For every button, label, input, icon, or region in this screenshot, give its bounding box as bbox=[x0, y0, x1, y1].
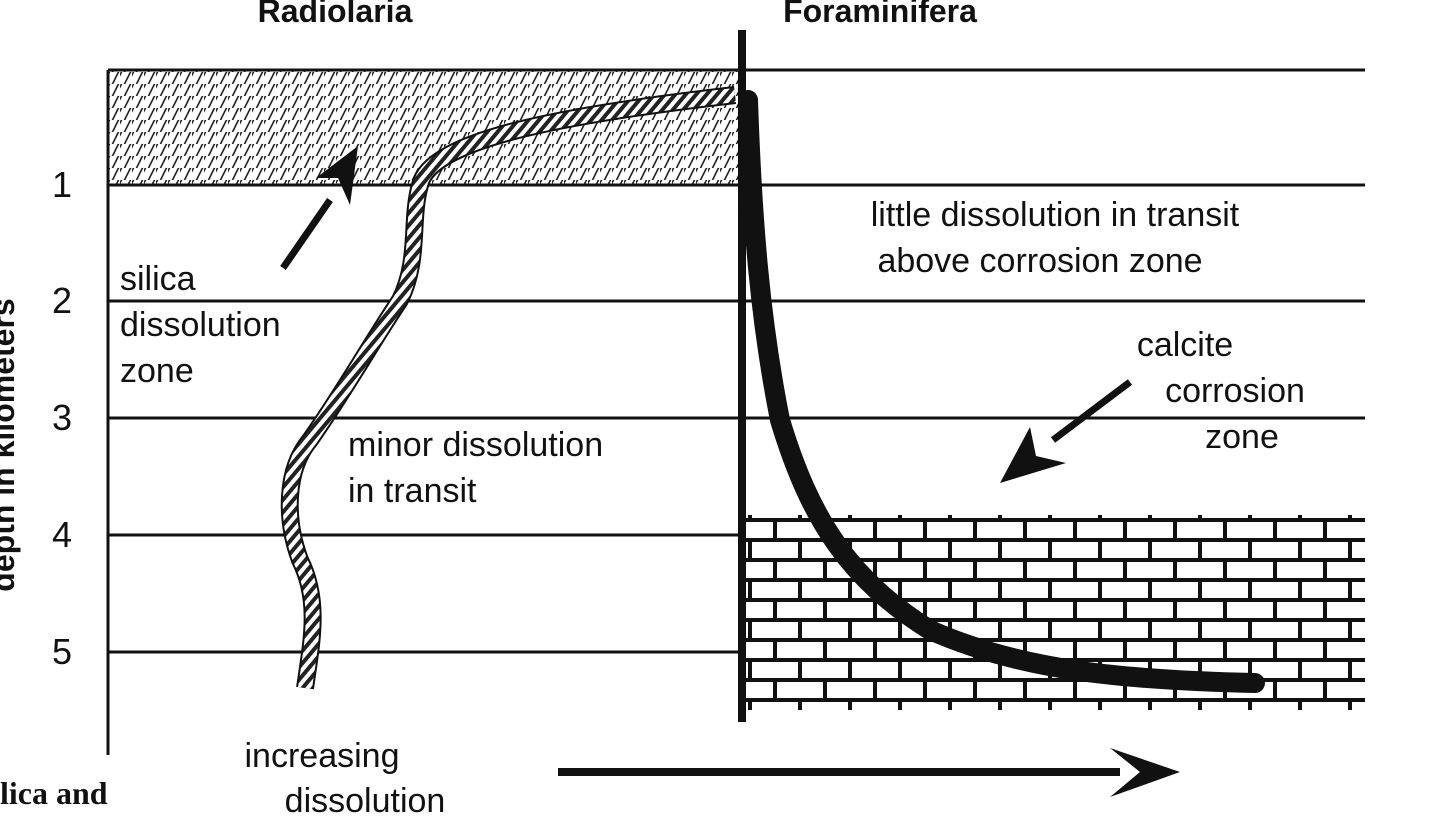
tick-5: 5 bbox=[52, 631, 72, 672]
calcite-label-line-3: zone bbox=[1205, 418, 1279, 456]
increasing-dissolution-label: increasing dissolution bbox=[245, 737, 446, 820]
y-axis-label: depth in kilometers bbox=[0, 298, 21, 591]
silica-arrow bbox=[280, 146, 358, 270]
increasing-dissolution-arrow bbox=[558, 748, 1180, 797]
calcite-label-line-1: calcite bbox=[1137, 326, 1233, 364]
silica-label-line-1: silica bbox=[120, 260, 196, 298]
minor-label-line-1: minor dissolution bbox=[348, 426, 603, 464]
tick-2: 2 bbox=[52, 280, 72, 321]
tick-1: 1 bbox=[52, 164, 72, 205]
calcite-arrow bbox=[1000, 379, 1133, 483]
minor-dissolution-label: minor dissolution in transit bbox=[348, 426, 603, 510]
depth-ticks: 1 2 3 4 5 bbox=[52, 164, 72, 672]
increasing-label-line-1: increasing bbox=[245, 737, 400, 775]
increasing-label-line-2: dissolution bbox=[285, 782, 446, 820]
calcite-label-line-2: corrosion bbox=[1165, 372, 1305, 410]
silica-label-line-2: dissolution bbox=[120, 306, 281, 344]
header-foraminifera: Foraminifera bbox=[783, 0, 977, 29]
header-radiolaria: Radiolaria bbox=[258, 0, 413, 29]
foraminifera-dissolution-curve bbox=[738, 90, 1265, 693]
silica-dissolution-zone-label: silica dissolution zone bbox=[120, 260, 281, 390]
tick-4: 4 bbox=[52, 514, 72, 555]
minor-label-line-2: in transit bbox=[348, 472, 477, 510]
radiolaria-dissolution-curve bbox=[282, 88, 736, 690]
calcite-corrosion-zone-label: calcite corrosion zone bbox=[1137, 326, 1305, 456]
little-label-line-1: little dissolution in transit bbox=[871, 196, 1240, 234]
silica-label-line-3: zone bbox=[120, 352, 194, 390]
little-dissolution-label: little dissolution in transit above corr… bbox=[871, 196, 1240, 280]
tick-3: 3 bbox=[52, 397, 72, 438]
footer-fragment: lica and bbox=[0, 775, 108, 811]
little-label-line-2: above corrosion zone bbox=[877, 242, 1202, 280]
